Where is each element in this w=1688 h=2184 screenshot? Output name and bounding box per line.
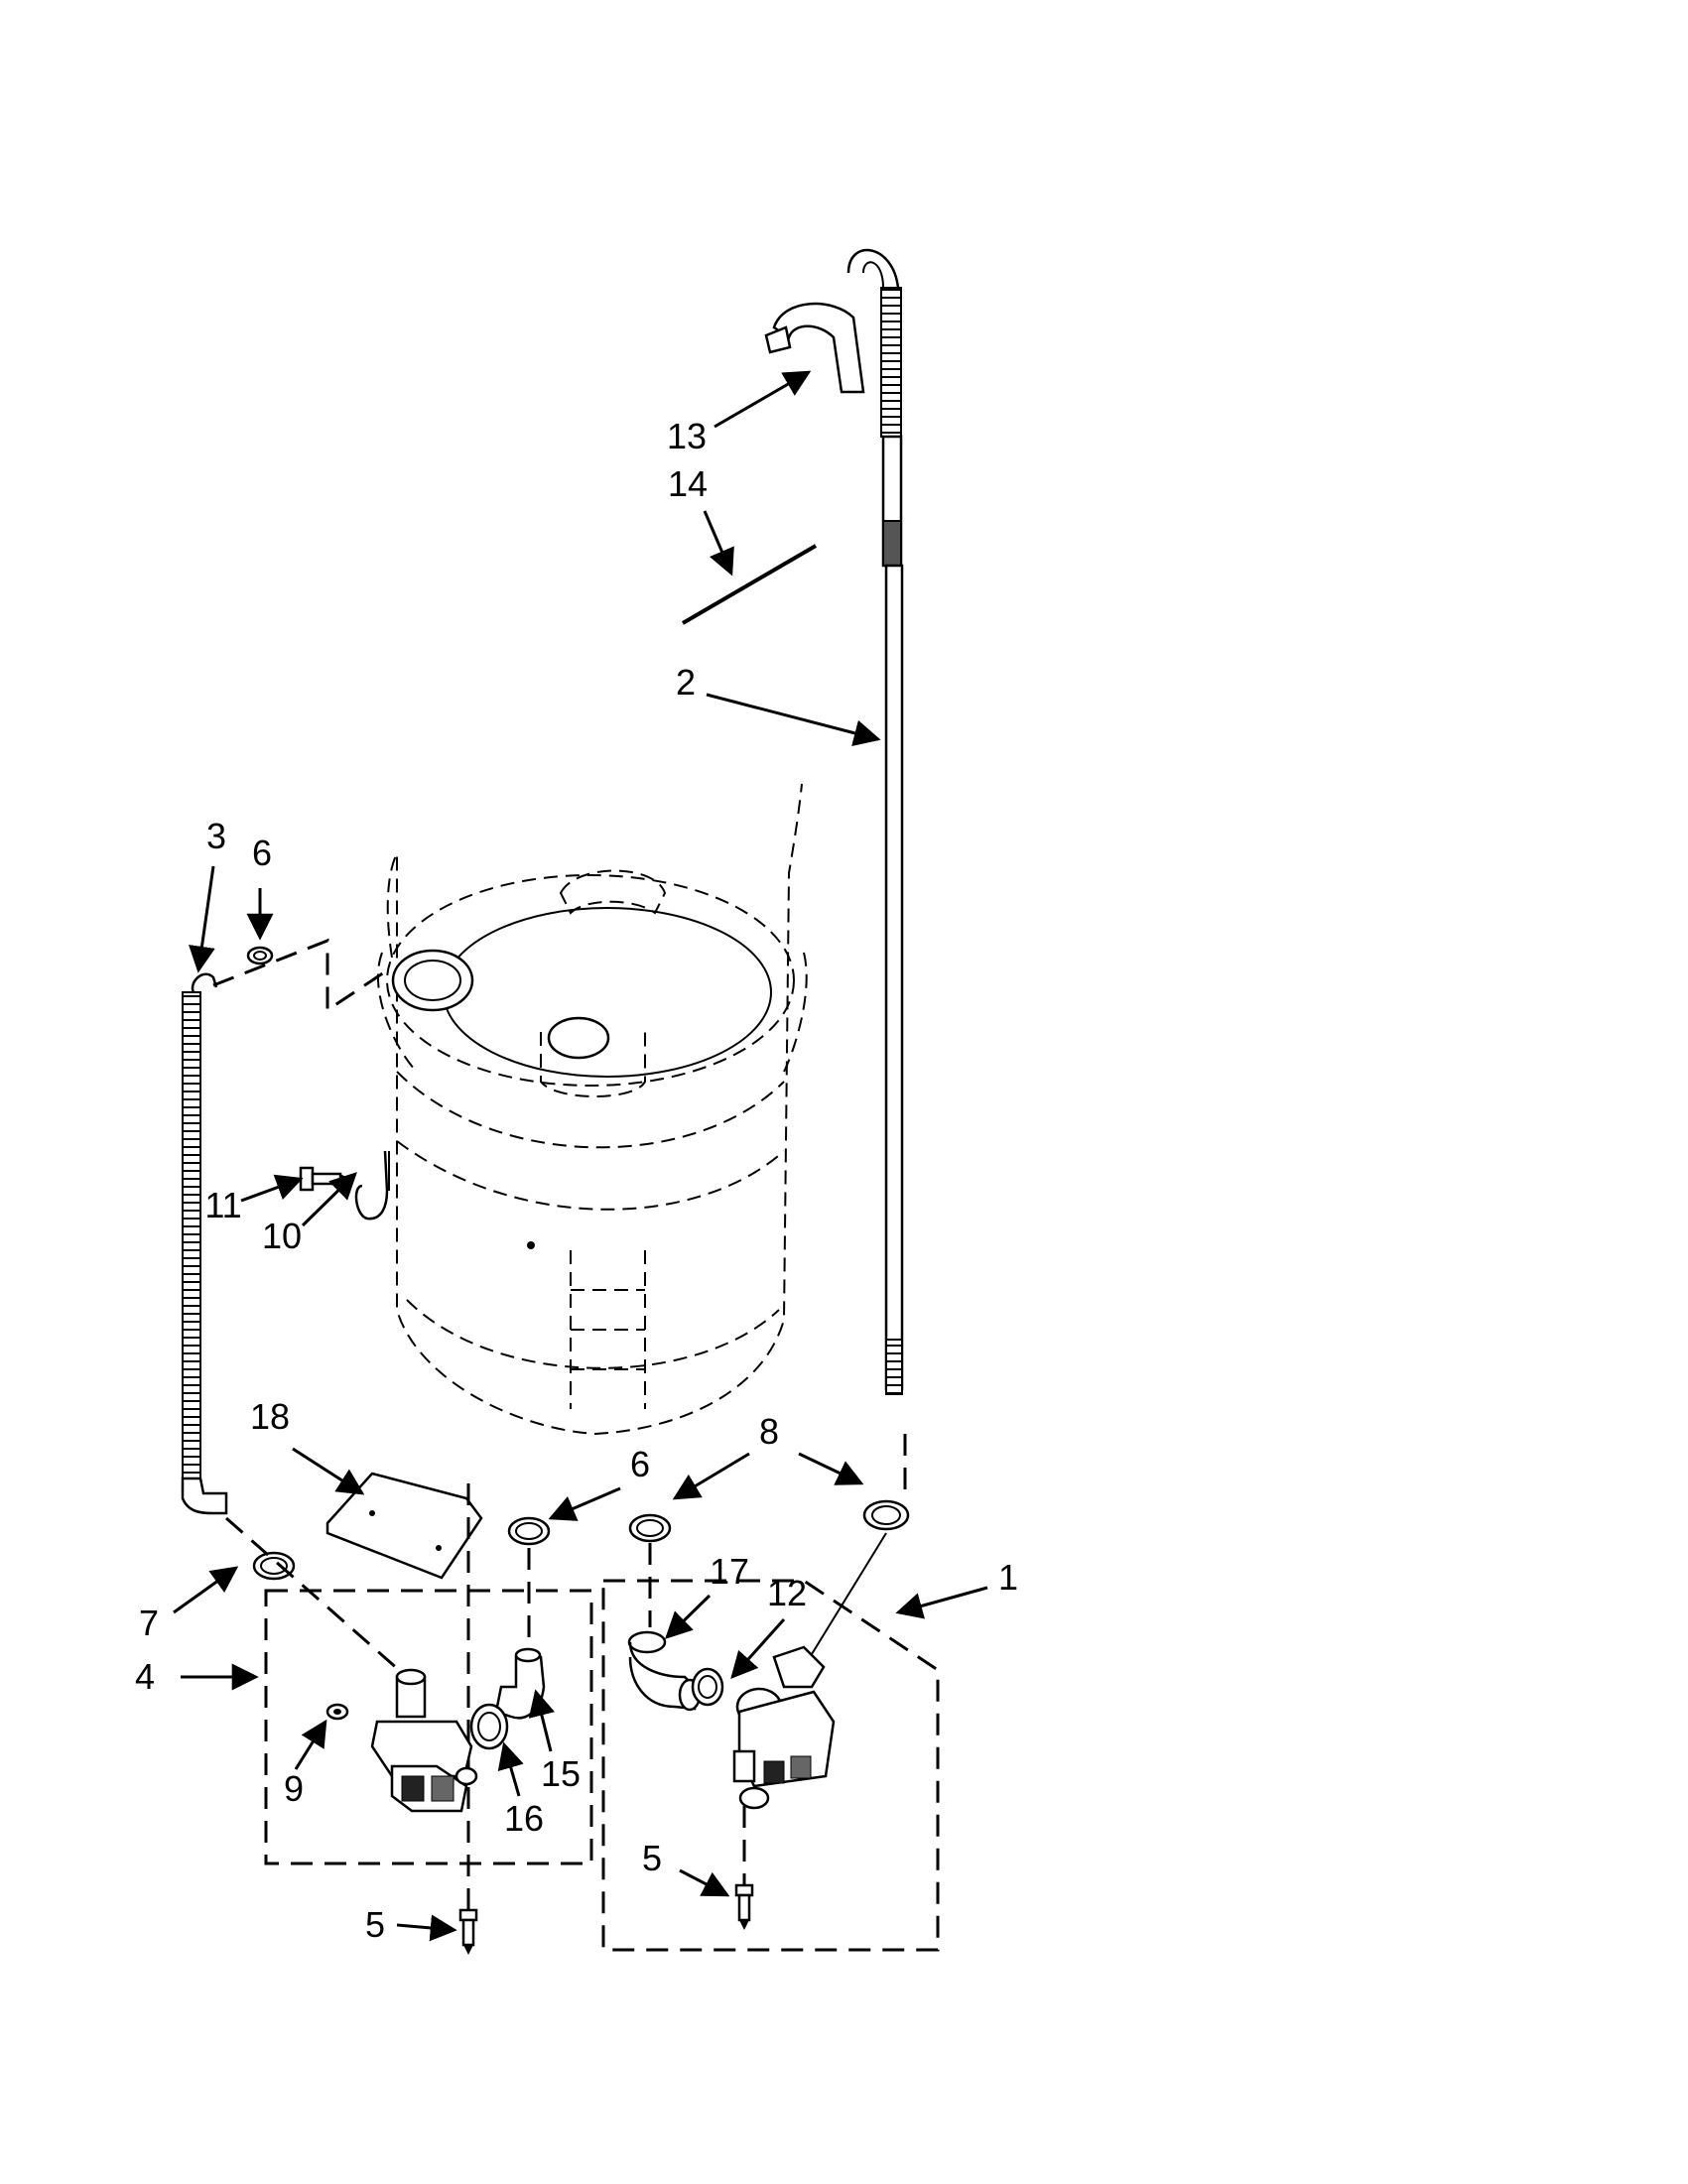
cable-tie — [681, 544, 818, 625]
callout-arrow-17 — [665, 1594, 712, 1639]
callout-arrow-18 — [292, 1447, 365, 1495]
hose-clip — [354, 1150, 390, 1220]
nut — [325, 1703, 349, 1721]
callout-arrow-8a — [672, 1452, 750, 1500]
pump-hose-elbow — [494, 1647, 546, 1720]
callout-label-9: 9 — [284, 1768, 304, 1809]
callout-arrow-5b — [679, 1868, 730, 1897]
fill-hose — [181, 972, 228, 1515]
drain-hose — [846, 248, 904, 1395]
callout-labels: 13 14 2 3 6 11 10 18 6 8 1 7 17 12 4 9 1… — [135, 416, 1018, 1945]
callout-label-2: 2 — [676, 662, 696, 703]
callout-label-17: 17 — [710, 1551, 749, 1592]
callout-label-15: 15 — [541, 1753, 581, 1794]
callout-arrow-1 — [895, 1586, 988, 1619]
o-ring — [691, 1667, 724, 1707]
callout-arrow-6b — [548, 1486, 621, 1521]
hose-clamp — [628, 1513, 672, 1543]
pump-hose-elbow — [627, 1630, 702, 1712]
leader-line — [803, 1532, 887, 1668]
callout-arrow-5a — [396, 1914, 457, 1942]
callout-label-18: 18 — [250, 1396, 290, 1437]
hose-clamp — [246, 946, 274, 965]
callout-label-8: 8 — [759, 1411, 779, 1452]
screw — [734, 1883, 754, 1930]
callout-arrow-9 — [294, 1719, 327, 1770]
drain-pump-right — [732, 1645, 836, 1810]
callout-label-1: 1 — [998, 1557, 1018, 1598]
callout-arrow-16 — [497, 1741, 524, 1797]
callout-label-11: 11 — [204, 1185, 241, 1225]
drain-pump-left — [370, 1668, 478, 1813]
callout-arrow-7 — [173, 1566, 239, 1614]
callout-label-7: 7 — [139, 1603, 159, 1643]
callout-label-4: 4 — [135, 1656, 155, 1697]
hose-clamp — [253, 951, 267, 961]
callout-arrow-3 — [189, 865, 215, 973]
hose-guide — [764, 302, 865, 394]
fill-hose-leader — [212, 938, 388, 1013]
hose-clamp — [862, 1499, 910, 1531]
o-ring — [469, 1703, 509, 1750]
callout-arrow-11 — [240, 1174, 304, 1203]
callout-arrow-14 — [703, 510, 734, 577]
screw — [458, 1908, 478, 1955]
callout-label-16: 16 — [504, 1798, 544, 1839]
callout-label-10: 10 — [262, 1216, 302, 1256]
callout-arrow-15 — [528, 1689, 555, 1752]
callout-arrows — [173, 370, 988, 1942]
callout-arrow-13 — [714, 370, 812, 429]
assembly-group-box — [264, 1589, 593, 1865]
callout-arrow-2 — [706, 693, 881, 746]
callout-label-3: 3 — [206, 816, 226, 856]
callout-label-5: 5 — [365, 1904, 385, 1945]
hose-clamp — [507, 1516, 551, 1546]
callout-label-6: 6 — [252, 833, 272, 873]
wash-tub — [376, 783, 808, 1436]
callout-label-12: 12 — [767, 1573, 807, 1613]
callout-label-5: 5 — [642, 1838, 662, 1878]
callout-arrow-10 — [301, 1172, 357, 1227]
callout-label-13: 13 — [667, 416, 707, 456]
hose-clamp — [252, 1551, 296, 1581]
callout-label-14: 14 — [668, 463, 708, 504]
leader-line — [225, 1516, 408, 1679]
callout-arrow-8b — [798, 1452, 864, 1485]
callout-label-6: 6 — [630, 1444, 650, 1484]
callout-arrow-12 — [730, 1617, 786, 1680]
mounting-bracket — [325, 1472, 483, 1580]
